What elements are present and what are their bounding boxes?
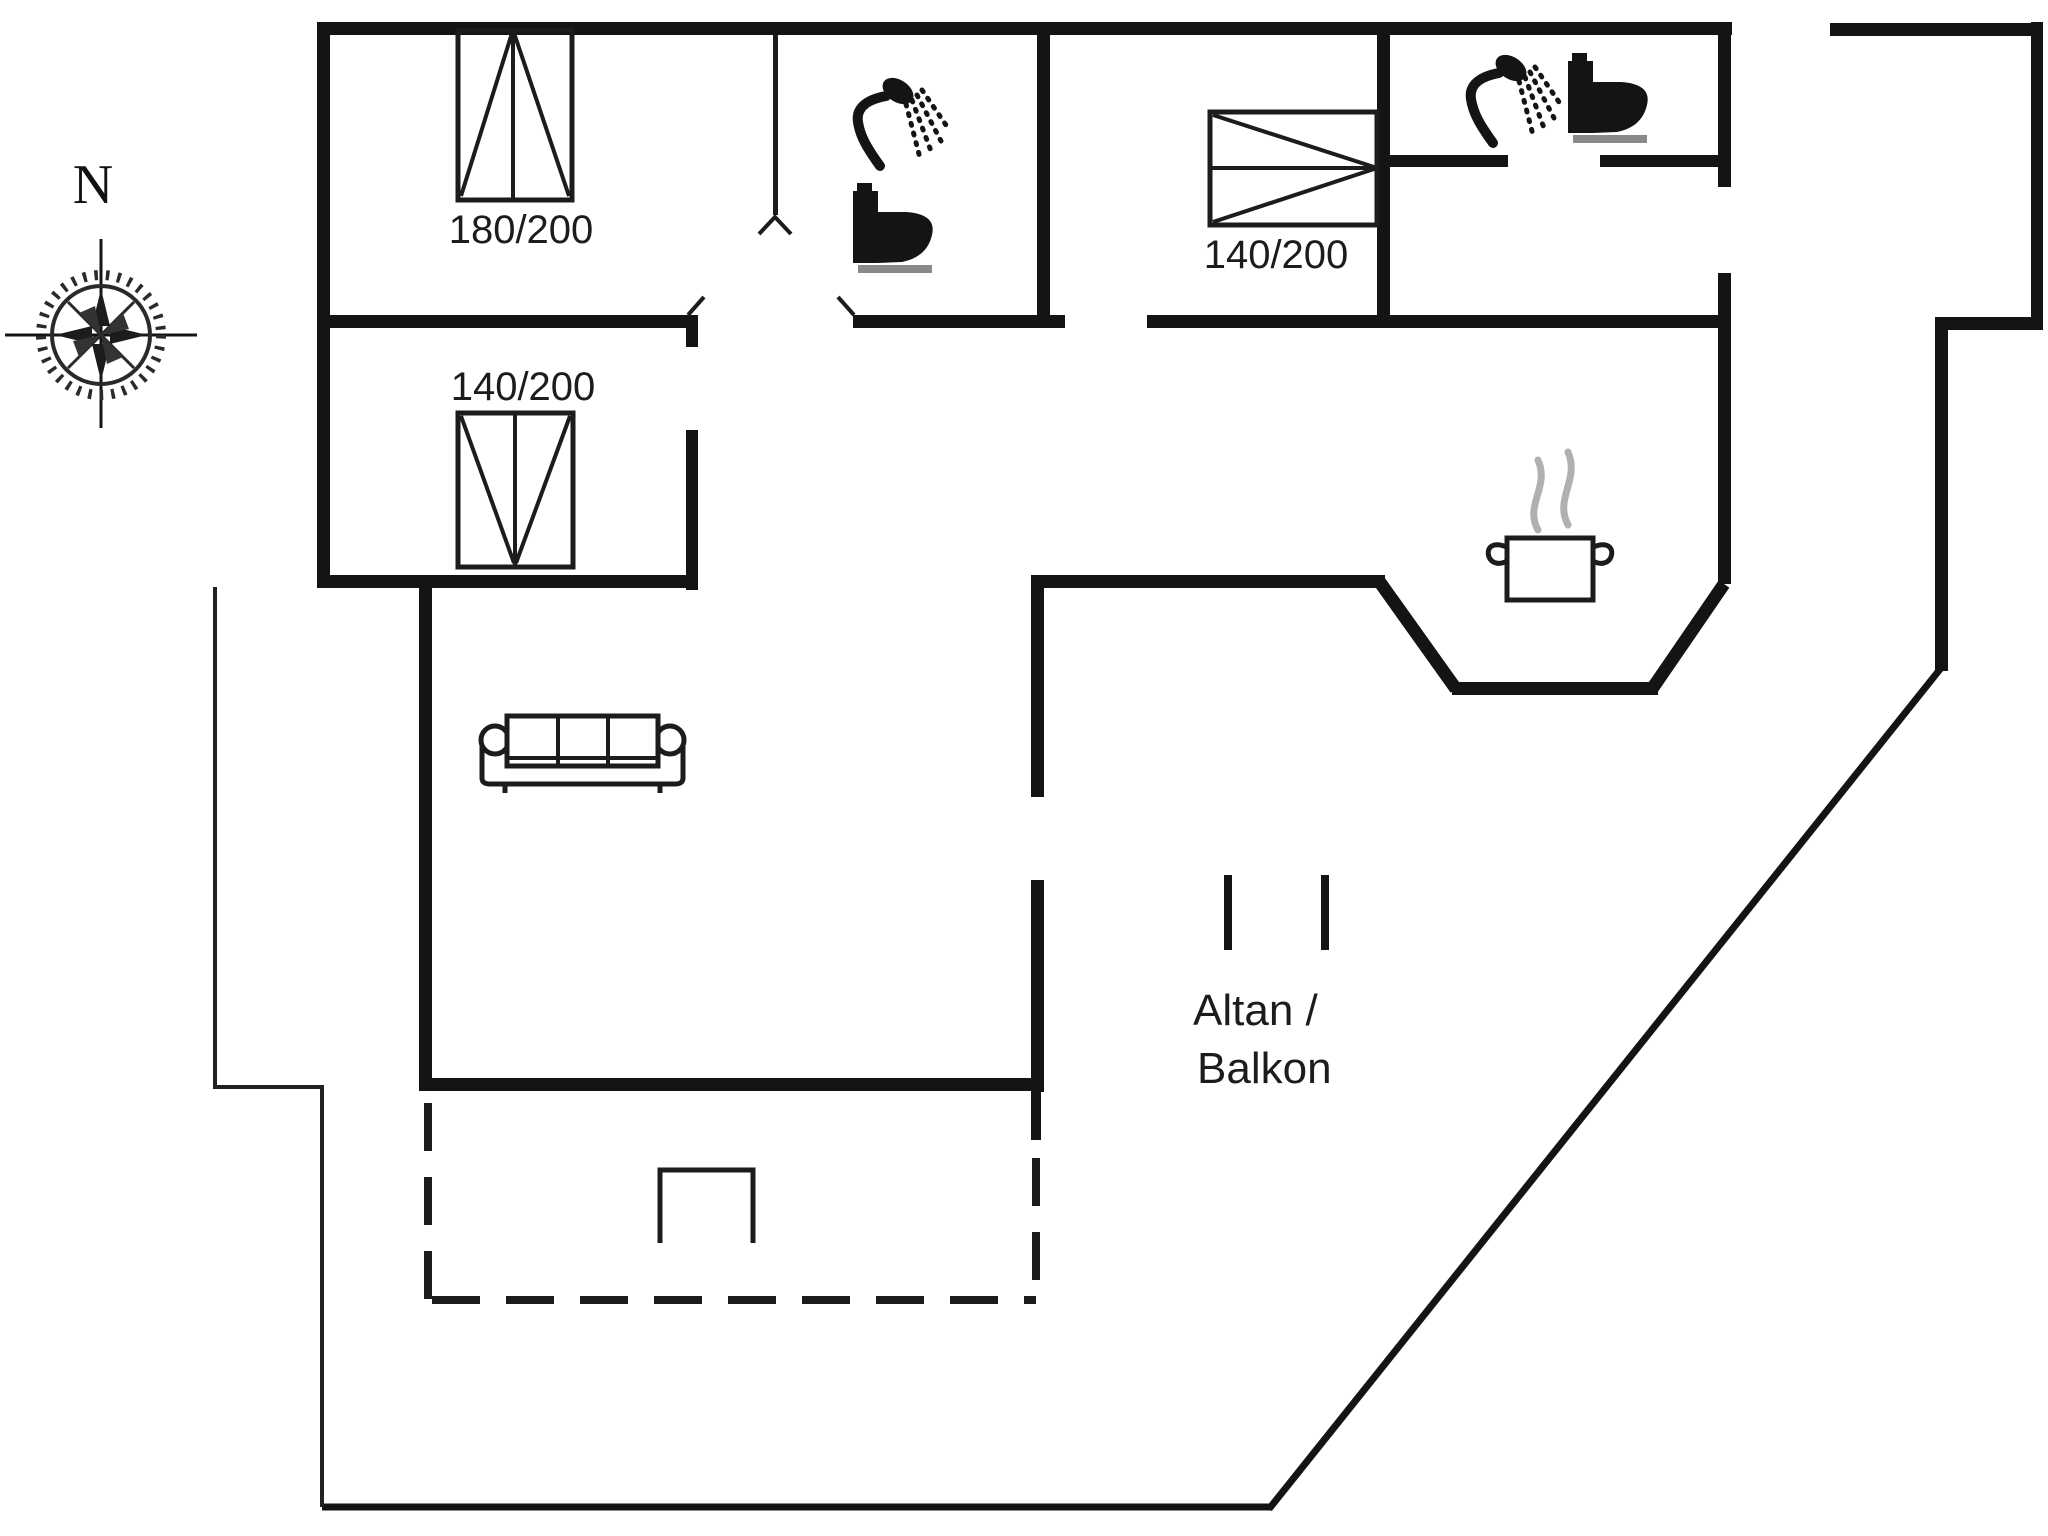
wall-bath2-bottom-left [1389,155,1508,167]
wall-bath2-bottom-right [1600,155,1718,167]
wall-thin-bath1-left [773,35,778,215]
terrace-dashed-outline [424,1103,1040,1304]
shower-icon [1471,50,1561,143]
interior-walls [317,22,1731,1140]
bed-140-right-label: 140/200 [1204,233,1349,277]
wall-stub-left-jamb [686,315,698,347]
double-bed-icon [455,27,575,203]
single-bed-140-icon-right [1207,109,1380,228]
wall-kitchen-living-left [1036,575,1385,588]
bed-double-label: 180/200 [449,208,594,252]
wall-hall-kitchen-top [1147,315,1725,328]
sofa-icon [478,713,687,793]
wall-living-left [419,575,432,1091]
wall-kitchen-notch-bottom [1452,682,1658,695]
wall-bath2-right [1718,22,1731,187]
grill-icon [657,1167,756,1243]
balcony-railing-posts [1224,875,1329,950]
steam-icon [1530,448,1575,534]
door-jamb-tick-left [686,295,706,317]
exterior-wall-left [317,22,330,588]
wall-bath1-right [1037,30,1050,315]
wall-living-bottom [419,1078,1044,1091]
shower-icon [858,73,948,166]
toilet-icon [1568,53,1648,143]
wall-bedroom3-bottom [317,575,693,588]
wall-balcony-stub [1031,1092,1041,1140]
toilet-icon [853,183,933,273]
exterior-wall-diagonal [1266,665,1944,1512]
wall-living-right-upper [1031,575,1044,797]
compass-rose-icon: N [5,154,197,428]
balcony-label-line1: Altan / [1193,986,1319,1035]
wall-living-right-lower [1031,880,1044,1092]
wall-bedroom1-bottom [330,315,690,328]
wall-entry-left [1718,273,1731,584]
wall-kitchen-notch-diag-right [1646,580,1730,693]
exterior-wall-right-upper [2031,22,2043,323]
wall-bedroom2-right [1377,30,1390,315]
plot-outline-thin [213,587,324,1507]
wall-bedroom3-right [686,430,698,590]
exterior-wall-right-mid [1935,317,1948,671]
single-bed-140-icon-left [455,410,576,570]
balcony-label-line2: Balkon [1197,1044,1332,1093]
door-jamb-tick-right [836,295,856,317]
wall-bath1-bottom [853,315,1065,328]
cooking-pot-icon [1485,535,1615,603]
compass-north-label: N [73,154,113,216]
door-chevron-mark [757,214,793,236]
exterior-walls [317,22,2043,671]
wall-kitchen-notch-diag-left [1373,577,1462,693]
bed-140-left-label: 140/200 [451,365,596,409]
exterior-wall-step [1935,317,2043,330]
exterior-wall-top-right-section [1830,23,2043,36]
